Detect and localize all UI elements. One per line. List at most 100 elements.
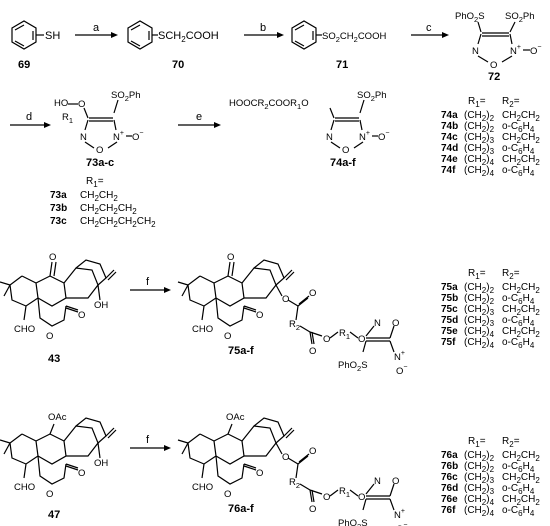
row-74d-r2: o-C6H4 <box>502 143 535 156</box>
row-74b-r1: (CH2)2 <box>464 121 495 134</box>
row-76a-r2: CH2CH2 <box>502 450 540 463</box>
row-75b-r1: (CH2)2 <box>464 293 495 306</box>
oac-label-47: OAc <box>48 412 67 423</box>
ring-n-left: N <box>472 46 479 57</box>
compound-74: HOOCR2COOR1O SO2Ph N N+ O− O 74a-f <box>229 90 389 169</box>
ketone-o-43: O <box>49 252 56 263</box>
row-76c-r1: (CH2)3 <box>464 472 495 485</box>
row-75b-r2: o-C6H4 <box>502 293 535 306</box>
row-75f-r1: (CH2)4 <box>464 337 495 350</box>
row-76d-id: 76d <box>441 483 458 494</box>
row-74b-r2: o-C6H4 <box>502 121 535 134</box>
ketone-o-75: O <box>227 252 234 263</box>
pho2s-75: PhO2S <box>338 360 368 373</box>
cho-label-47: CHO <box>14 482 35 493</box>
row-74e-r1: (CH2)4 <box>464 154 495 167</box>
compound-id-73: 73a-c <box>86 157 114 169</box>
carbonyl-o-76b: O <box>256 468 263 479</box>
arrowhead-a <box>111 32 118 38</box>
row-73c-r1: CH2CH2CH2CH2 <box>80 216 156 229</box>
n-oxide-76: O− <box>396 522 407 526</box>
compound-id-74: 74a-f <box>330 157 356 169</box>
row-75f-r2: o-C6H4 <box>502 337 535 350</box>
step-a-label: a <box>93 22 100 34</box>
compound-id-69: 69 <box>18 59 30 71</box>
row-74c-r1: (CH2)3 <box>464 132 495 145</box>
row-74f-r2: o-C6H4 <box>502 165 535 178</box>
ring-n-73: N <box>80 132 87 143</box>
so2ph-74: SO2Ph <box>357 90 387 103</box>
row-76a-r1: (CH2)2 <box>464 450 495 463</box>
r2-label-75: R2 <box>289 319 300 332</box>
cho-label-75: CHO <box>192 324 213 335</box>
oh-label-43: OH <box>94 300 108 311</box>
row-76b-r2: o-C6H4 <box>502 461 535 474</box>
r2-label-76: R2 <box>289 477 300 490</box>
step-e-label: e <box>196 111 202 123</box>
r1-header: R1= <box>468 96 486 109</box>
row-74f-id: 74f <box>441 165 456 176</box>
lactone-o-76: O <box>224 489 231 500</box>
prefix-74: HOOCR2COOR1O <box>229 98 309 111</box>
compound-id-70: 70 <box>172 59 184 71</box>
r2-header: R2= <box>502 268 520 281</box>
compound-id-72: 72 <box>488 71 500 83</box>
row-75d-r2: o-C6H4 <box>502 315 535 328</box>
row-76c-r2: CH2CH2 <box>502 472 540 485</box>
compound-id-76: 76a-f <box>228 503 254 515</box>
row-76e-id: 76e <box>441 494 458 505</box>
compound-47: OAc OH CHO O O 47 <box>0 412 117 521</box>
ring-nplus-75: N+ <box>394 350 405 363</box>
row-74c-r2: CH2CH2 <box>502 132 540 145</box>
step-b-label: b <box>260 22 266 34</box>
arrowhead-d <box>44 122 51 128</box>
compound-id-71: 71 <box>336 59 348 71</box>
ring-nplus-73: N+ <box>113 130 124 143</box>
compound-id-43: 43 <box>48 353 60 365</box>
carbonyl2-o-75: O <box>309 346 316 357</box>
r1-header: R1= <box>468 436 486 449</box>
row-74c-id: 74c <box>441 132 458 143</box>
compound-73: HO O R1 SO2Ph N N+ O− O 73a-c <box>54 90 143 169</box>
row-74a-r2: CH2CH2 <box>502 110 540 123</box>
r2-header: R2= <box>502 436 520 449</box>
ring-o-75: O <box>392 318 399 329</box>
n-oxide-75: O− <box>396 364 407 377</box>
row-76d-r2: o-C6H4 <box>502 483 535 496</box>
row-76d-r1: (CH2)3 <box>464 483 495 496</box>
ring-o-bottom-74: O <box>342 145 349 156</box>
arrowhead-e <box>214 122 221 128</box>
row-75a-r2: CH2CH2 <box>502 282 540 295</box>
sh-label: SH <box>45 30 60 42</box>
compound-69: SH 69 <box>11 20 60 71</box>
row-75e-id: 75e <box>441 326 458 337</box>
row-75f-id: 75f <box>441 337 456 348</box>
ether-o-75: O <box>358 334 365 345</box>
row-75b-id: 75b <box>441 293 458 304</box>
step-f-label-row4: f <box>146 434 150 446</box>
ester2-o-76: O <box>323 492 330 503</box>
n-oxide-label: O− <box>530 44 541 57</box>
ring-n-75: N <box>374 318 381 329</box>
so2ph-73: SO2Ph <box>111 90 141 103</box>
row-73c-id: 73c <box>50 216 67 227</box>
row-75c-id: 75c <box>441 304 458 315</box>
n-oxide-73: O− <box>132 130 143 143</box>
row-76f-id: 76f <box>441 505 456 516</box>
arrowhead-b <box>277 32 284 38</box>
row-75a-id: 75a <box>441 282 458 293</box>
r1-label-73: R1 <box>62 112 73 125</box>
carbonyl-o-47: O <box>78 468 85 479</box>
cho-label-76: CHO <box>192 482 213 493</box>
lactone-o-43: O <box>46 331 53 342</box>
row-74d-id: 74d <box>441 143 458 154</box>
row-74a-id: 74a <box>441 110 458 121</box>
r1-header-73: R1= <box>86 176 104 189</box>
row-74d-r1: (CH2)3 <box>464 143 495 156</box>
ring-n-76: N <box>374 476 381 487</box>
arrowhead-f-row3 <box>164 287 171 293</box>
lactone-o-75: O <box>224 331 231 342</box>
step-f-label-row3: f <box>146 276 150 288</box>
